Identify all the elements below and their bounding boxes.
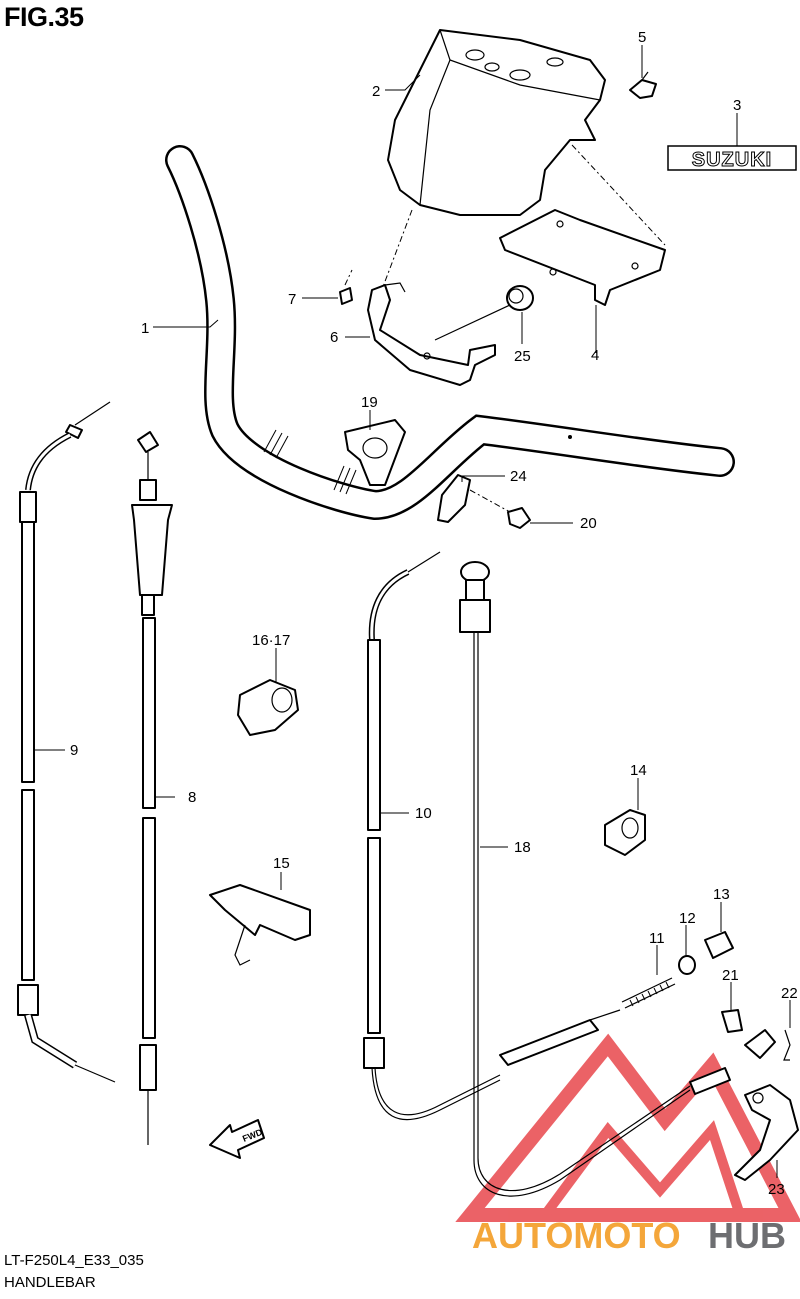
clamp-part-14 (604, 809, 646, 856)
watermark-text-orange: AUTOMOTO (472, 1215, 681, 1256)
callout-7: 7 (288, 291, 296, 308)
callout-2: 2 (372, 83, 380, 100)
clamp-part-24 (437, 474, 471, 523)
bolt-part-21 (721, 1009, 743, 1033)
choke-cable-part-18 (459, 561, 691, 1197)
lever-part-23 (734, 1084, 799, 1181)
handlebar-part (165, 145, 735, 521)
cover-bracket-part (499, 209, 666, 306)
callout-22: 22 (781, 985, 798, 1002)
callout-6: 6 (330, 329, 338, 346)
callout-25: 25 (514, 348, 531, 365)
suzuki-emblem-part: SUZUKI (667, 145, 797, 172)
callout-14: 14 (630, 762, 647, 779)
callout-3: 3 (733, 97, 741, 114)
callout-12: 12 (679, 910, 696, 927)
figure-title: FIG.35 (4, 2, 84, 32)
callout-11: 11 (649, 930, 665, 947)
cable-part-9 (17, 401, 116, 1083)
callout-20: 20 (580, 515, 597, 532)
bolt-part-13 (704, 931, 734, 959)
figure-name: HANDLEBAR (4, 1274, 96, 1291)
callout-24: 24 (510, 468, 527, 485)
bush-part-12 (678, 955, 696, 975)
callout-labels: 1 2 3 4 5 6 7 8 9 10 11 12 13 14 15 16·1… (70, 29, 798, 1198)
guide-part-15 (209, 884, 311, 966)
callout-leaders (35, 45, 791, 1178)
handlebar-cover-part (387, 29, 606, 216)
lower-bracket-part (367, 282, 496, 386)
emblem-text: SUZUKI (692, 149, 772, 171)
watermark-logo (455, 1033, 800, 1222)
callout-18: 18 (514, 839, 531, 856)
cable-part-8 (131, 431, 173, 1145)
callout-15: 15 (273, 855, 290, 872)
choke-plunger-assembly (499, 1009, 776, 1095)
spring-part-11 (621, 977, 676, 1009)
callout-1: 1 (141, 320, 149, 337)
clamp-part-16-17 (237, 679, 299, 736)
clip-part-22 (783, 1029, 791, 1061)
screw-part-7 (339, 269, 353, 305)
clamp-part-19 (344, 419, 406, 486)
cable-part-10 (363, 551, 501, 1121)
watermark-text-gray: HUB (708, 1215, 786, 1256)
callout-16-17: 16·17 (252, 632, 290, 649)
callout-10: 10 (415, 805, 432, 822)
screw-part-5 (629, 71, 657, 99)
figure-code: LT-F250L4_E33_035 (4, 1252, 144, 1269)
callout-8: 8 (188, 789, 196, 806)
callout-21: 21 (722, 967, 739, 984)
watermark-text: AUTOMOTO HUB (472, 1215, 786, 1256)
grommet-part (506, 285, 534, 311)
callout-19: 19 (361, 394, 378, 411)
fwd-direction-arrow: FWD (209, 1119, 265, 1159)
callout-5: 5 (638, 29, 646, 46)
callout-13: 13 (713, 886, 730, 903)
callout-23: 23 (768, 1181, 785, 1198)
bolt-part-20 (469, 489, 531, 529)
callout-4: 4 (591, 347, 599, 364)
callout-9: 9 (70, 742, 78, 759)
